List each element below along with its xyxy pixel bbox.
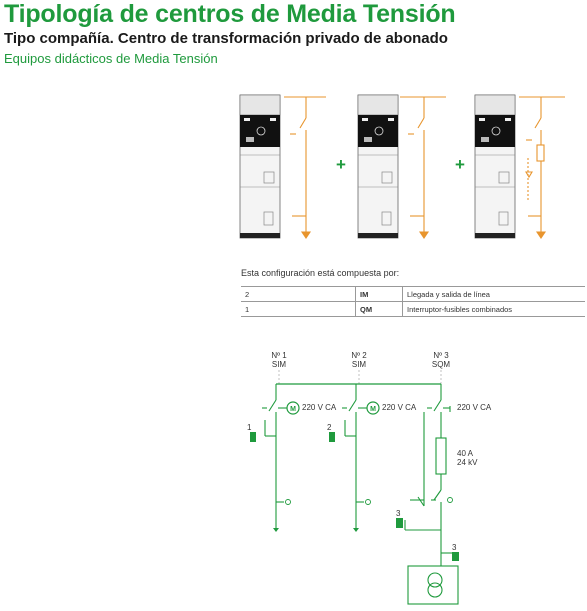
cabinet-qm [474, 94, 516, 239]
cell-3-type: SQM [432, 360, 451, 369]
page-title: Tipología de centros de Media Tensión [4, 0, 456, 28]
cell-3-number: Nº 3 [433, 351, 449, 360]
cell-3-voltage: 220 V CA [457, 403, 492, 412]
fuse-symbol [435, 437, 447, 475]
motor-symbol-2: M [370, 406, 376, 413]
motor-symbol-1: M [290, 406, 296, 413]
motor-icon: M [366, 401, 380, 415]
motor-icon: M [286, 401, 300, 415]
transformer-label: 3 [452, 543, 457, 552]
cabinet-im-left [239, 94, 281, 239]
cabinet-im-right [357, 94, 399, 239]
cell-1-earth-label: 1 [247, 423, 252, 432]
orange-single-line-2 [400, 96, 446, 239]
cell-2-number: Nº 2 [351, 351, 367, 360]
cell-1-voltage: 220 V CA [302, 403, 337, 412]
earth-terminal-icon [250, 432, 459, 561]
cell-3-earth-label: 3 [396, 509, 401, 518]
orange-single-line-1 [284, 96, 326, 239]
fuse-voltage: 24 kV [457, 458, 478, 467]
cell-2-voltage: 220 V CA [382, 403, 417, 412]
row-code: QM [355, 301, 403, 317]
fuse-current: 40 A [457, 449, 474, 458]
cable-end-icon [285, 497, 453, 505]
transformer-icon [427, 572, 443, 598]
cell-1-type: SIM [272, 360, 287, 369]
cell-1-number: Nº 1 [271, 351, 287, 360]
plus-sign-2: + [455, 155, 465, 174]
row-description: Interruptor-fusibles combinados [402, 301, 585, 317]
cell-2-earth-label: 2 [327, 423, 332, 432]
cell-2-type: SIM [352, 360, 367, 369]
table-row: 2 IM Llegada y salida de línea [241, 286, 585, 302]
page-subtitle: Tipo compañía. Centro de transformación … [4, 30, 448, 47]
row-qty: 1 [241, 301, 356, 317]
orange-single-line-3 [519, 96, 565, 239]
plus-sign-1: + [336, 155, 346, 174]
bottom-arrow-icon [273, 528, 359, 532]
configuration-table: 2 IM Llegada y salida de línea 1 QM Inte… [241, 286, 585, 317]
configuration-intro: Esta configuración está compuesta por: [241, 268, 400, 278]
table-row: 1 QM Interruptor-fusibles combinados [241, 301, 585, 317]
section-label: Equipos didácticos de Media Tensión [4, 51, 218, 66]
